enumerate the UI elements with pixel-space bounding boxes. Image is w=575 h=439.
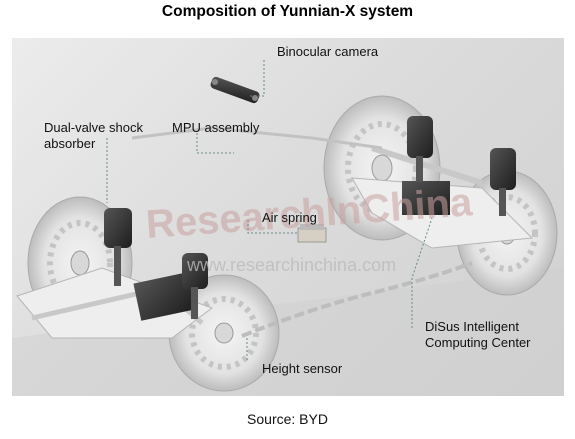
source-caption: Source: BYD xyxy=(247,411,328,427)
chassis-illustration: ResearchInChina www.researchinchina.com … xyxy=(12,38,564,396)
height-sensor-line xyxy=(241,261,473,338)
callout-lines xyxy=(106,60,433,360)
chassis-drawing: ResearchInChina www.researchinchina.com xyxy=(12,60,564,396)
label-mpu-assembly: MPU assembly xyxy=(172,120,260,135)
front-subframe xyxy=(16,267,214,339)
rear-subframe xyxy=(351,145,534,249)
label-binocular-camera: Binocular camera xyxy=(277,44,379,59)
label-height-sensor: Height sensor xyxy=(262,361,343,376)
figure-title: Composition of Yunnian-X system xyxy=(161,3,414,20)
watermark-url: www.researchinchina.com xyxy=(186,255,396,275)
label-disus-line2: Computing Center xyxy=(425,335,531,350)
label-dual-valve-line2: absorber xyxy=(44,136,96,151)
rear-left-shock-absorber xyxy=(407,116,433,182)
front-right-shock-absorber xyxy=(182,253,208,319)
disus-computing-unit xyxy=(402,181,450,215)
label-dual-valve-line1: Dual-valve shock xyxy=(44,120,143,135)
label-disus-line1: DiSus Intelligent xyxy=(425,319,519,334)
binocular-camera-component xyxy=(210,76,260,104)
front-left-shock-absorber xyxy=(104,208,132,286)
rear-right-shock-absorber xyxy=(490,148,516,216)
label-air-spring: Air spring xyxy=(262,210,317,225)
air-spring-component xyxy=(297,224,327,243)
